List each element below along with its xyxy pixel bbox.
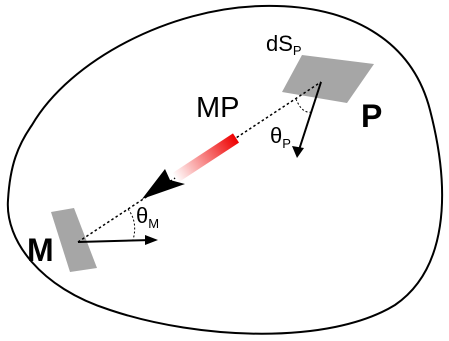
angle-arc-p	[295, 98, 313, 113]
normal-vector-p	[297, 81, 322, 154]
point-label-m: M	[27, 232, 54, 268]
normal-arrowhead-p-icon	[292, 146, 304, 158]
segment-label-mp: MP	[196, 92, 240, 124]
theta-p-label: θP	[270, 123, 291, 151]
area-label: dSP	[266, 31, 302, 58]
enclosure-boundary	[6, 4, 444, 335]
normal-arrowhead-m-icon	[145, 235, 158, 245]
normal-vector-m	[77, 239, 153, 243]
surface-element-p	[282, 55, 374, 103]
mp-vector-body	[171, 133, 240, 183]
mp-vector-arrowhead-icon	[142, 169, 185, 199]
angle-arc-m	[127, 208, 136, 241]
point-label-p: P	[361, 98, 382, 134]
theta-m-label: θM	[136, 203, 159, 231]
surface-element-m	[51, 208, 97, 272]
